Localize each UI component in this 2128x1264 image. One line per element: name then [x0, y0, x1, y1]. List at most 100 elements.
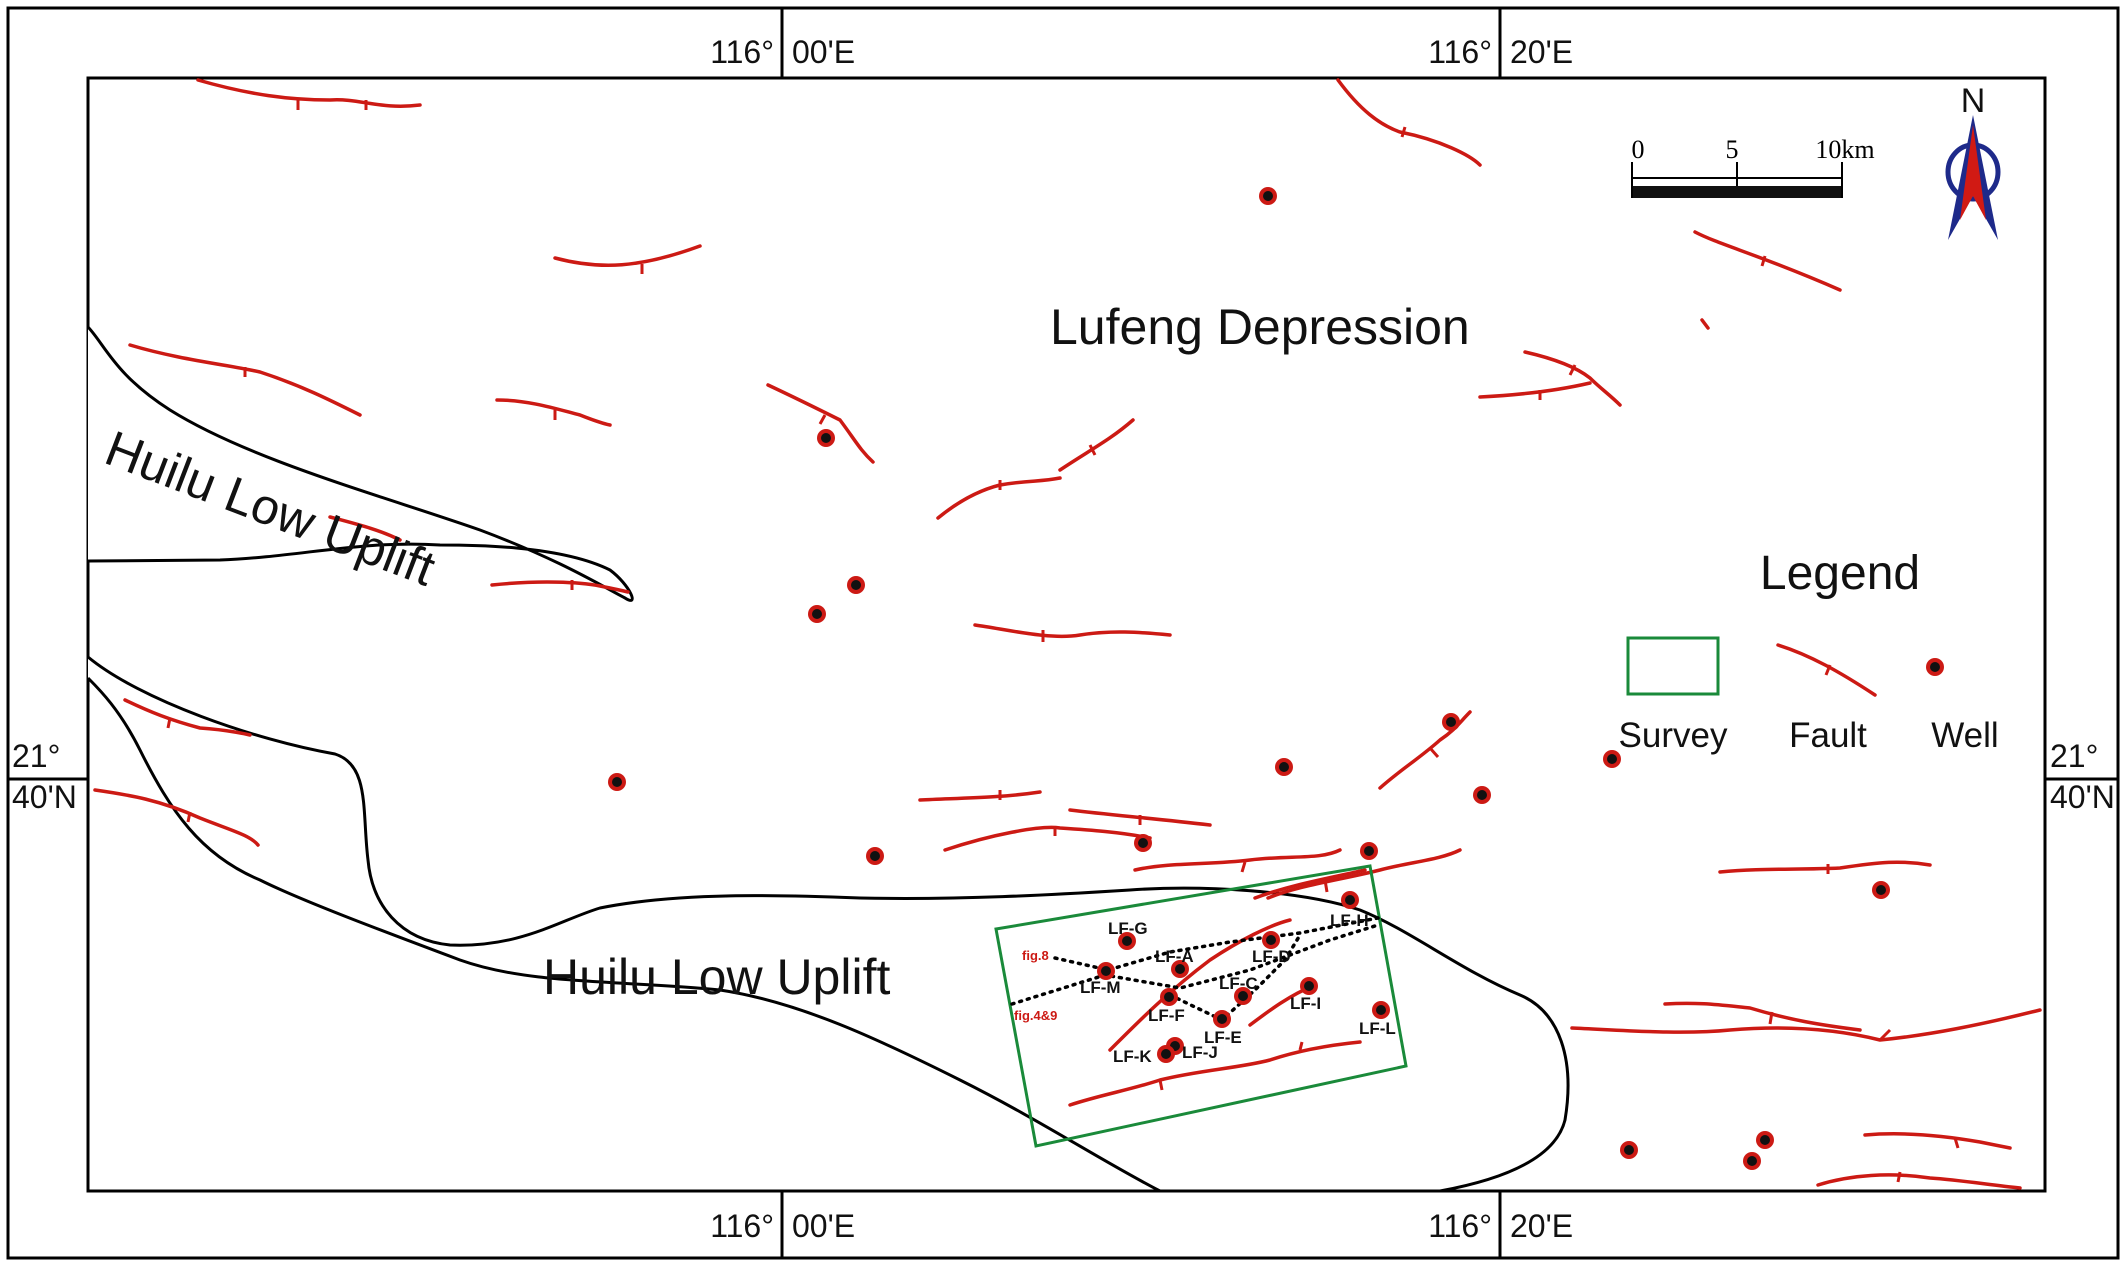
fault	[1700, 318, 1710, 330]
fault-tick	[1760, 255, 1767, 267]
well-dot-icon	[847, 576, 865, 594]
fault	[1068, 808, 1212, 827]
well-lf-c	[1234, 987, 1252, 1005]
well-lf-h	[1341, 891, 1359, 909]
label-lf-f: LF-F	[1148, 1006, 1185, 1025]
well-dot-icon	[808, 605, 826, 623]
well-dot-icon	[1620, 1141, 1638, 1159]
fault	[973, 623, 1172, 639]
lat-label-left-min: 40'N	[12, 779, 77, 815]
fault	[943, 825, 1152, 852]
well-lf-k	[1157, 1045, 1175, 1063]
legend-label-fault: Fault	[1789, 716, 1867, 755]
well-lf-i	[1300, 977, 1318, 995]
fault	[328, 515, 402, 542]
fault	[123, 698, 252, 737]
uplift-lower-outline	[86, 655, 1570, 1193]
lon-label-bottom-west-deg: 116°	[710, 1208, 774, 1244]
label-lf-g: LF-G	[1108, 919, 1148, 938]
well-dot-icon	[1259, 187, 1277, 205]
well-dot-icon	[866, 847, 884, 865]
lon-label-bottom-east-min: 20'E	[1510, 1208, 1573, 1244]
lon-label-top-west-min: 00'E	[792, 34, 855, 70]
label-lf-d: LF-D	[1252, 947, 1291, 966]
label-lf-m: LF-M	[1080, 978, 1121, 997]
well-lf-f	[1160, 988, 1178, 1006]
well-lf-l	[1372, 1001, 1390, 1019]
scale-label-10km: 10km	[1815, 135, 1874, 164]
well-labels: LF-G LF-A LF-M LF-D LF-H LF-C LF-I LF-F …	[1080, 911, 1396, 1066]
survey-well-group	[1097, 891, 1390, 1063]
fault-tick	[1568, 364, 1577, 376]
lat-label-right-min: 40'N	[2050, 779, 2115, 815]
legend-label-survey: Survey	[1619, 716, 1728, 755]
fault	[1523, 350, 1622, 407]
survey-rectangle-icon	[1626, 636, 1720, 696]
label-lf-i: LF-I	[1290, 994, 1321, 1013]
fault	[1693, 230, 1842, 292]
section-line-fig49	[1010, 923, 1380, 1006]
label-lf-h: LF-H	[1330, 911, 1369, 930]
well-dot-icon	[1756, 1131, 1774, 1149]
section-line-connector	[1168, 933, 1302, 1023]
fault	[1253, 868, 1367, 900]
label-lf-k: LF-K	[1113, 1047, 1152, 1066]
well-lf-d	[1262, 931, 1280, 949]
well-lf-e	[1213, 1010, 1231, 1028]
label-lf-j: LF-J	[1182, 1043, 1218, 1062]
fault	[553, 244, 702, 268]
fault	[1570, 1008, 2042, 1042]
well-dot-icon	[817, 429, 835, 447]
well-dot-icon	[1872, 881, 1890, 899]
lon-label-bottom-east-deg: 116°	[1428, 1208, 1492, 1244]
lon-label-bottom-west-min: 00'E	[792, 1208, 855, 1244]
region-label-huilu-lower: Huilu Low Uplift	[543, 949, 890, 1005]
fault-tick	[166, 717, 172, 729]
scale-label-0: 0	[1632, 135, 1645, 164]
fault	[1863, 1132, 2012, 1150]
fault	[490, 580, 630, 594]
well-dot-icon	[1360, 842, 1378, 860]
well-dot-icon	[608, 773, 626, 791]
scale-label-5: 5	[1726, 135, 1739, 164]
label-lf-c: LF-C	[1219, 974, 1258, 993]
fault-tick	[1768, 1011, 1774, 1025]
well-lf-a	[1171, 960, 1189, 978]
legend-title: Legend	[1760, 547, 1920, 600]
north-label: N	[1961, 82, 1986, 120]
section-label-fig49: fig.4&9	[1014, 1008, 1057, 1023]
fault	[93, 788, 260, 847]
well-dot-icon	[1926, 658, 1944, 676]
fault-line-icon	[1776, 643, 1877, 697]
fault	[1718, 860, 1932, 874]
fault	[918, 790, 1042, 802]
fault-tick	[1428, 747, 1440, 758]
well-dot-icon	[1275, 758, 1293, 776]
fault	[1663, 1001, 1862, 1032]
fault	[1108, 918, 1292, 1052]
well-dot-icon	[1134, 834, 1152, 852]
fault-tick	[1878, 1028, 1892, 1042]
fault	[1336, 78, 1482, 167]
region-label-lufeng-depression: Lufeng Depression	[1050, 299, 1470, 355]
uplift-upper-outline	[86, 325, 634, 602]
well-lf-g	[1118, 932, 1136, 950]
fault	[128, 343, 362, 417]
fault	[196, 78, 422, 108]
well-group	[608, 187, 1890, 1170]
well-dot-icon	[1473, 786, 1491, 804]
fault-tick	[1158, 1041, 1304, 1091]
fault-tick	[1824, 664, 1832, 676]
lon-label-top-east-deg: 116°	[1428, 34, 1492, 70]
lon-label-top-west-deg: 116°	[710, 34, 774, 70]
fault-tick	[296, 100, 368, 110]
fault	[1378, 710, 1472, 790]
fault-tick	[1953, 1137, 1960, 1149]
fault	[1816, 1173, 2022, 1190]
legend: Legend Survey Fault Well	[1619, 547, 1999, 755]
well-lf-m	[1097, 962, 1115, 980]
north-arrow-icon: N	[1945, 82, 2001, 240]
survey-area-rectangle	[994, 864, 1408, 1148]
fault-tick	[186, 811, 192, 823]
